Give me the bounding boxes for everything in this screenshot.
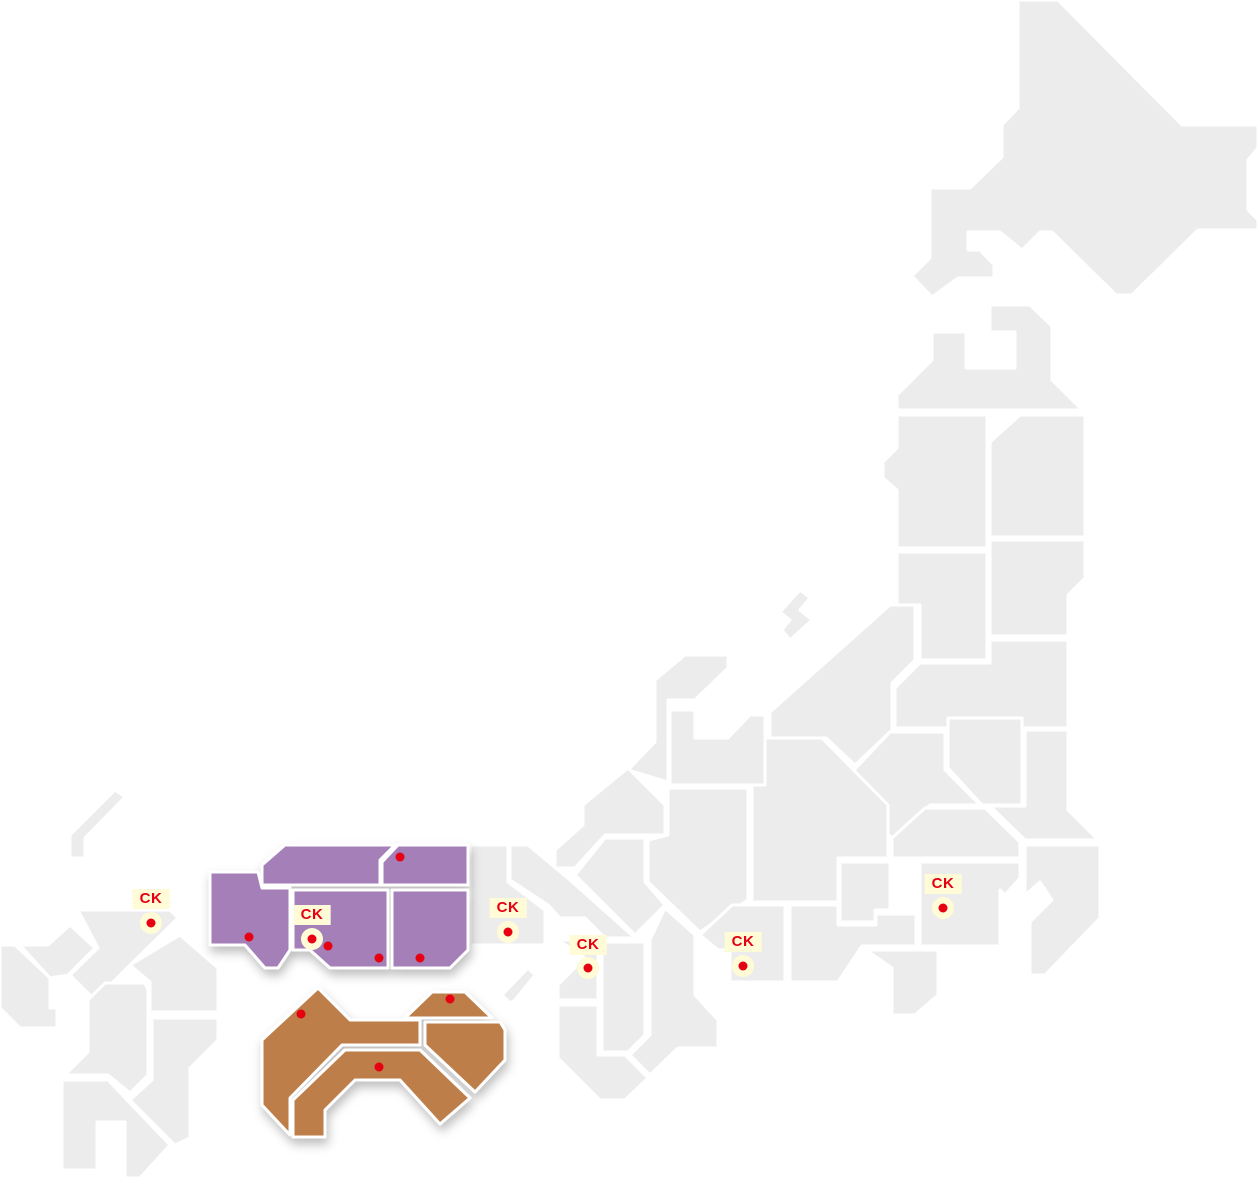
ck-marker-dot[interactable]	[583, 963, 593, 973]
pref-yamanashi[interactable]	[788, 903, 918, 984]
pref-miyazaki[interactable]	[128, 1016, 220, 1147]
marker-dot[interactable]	[244, 932, 254, 942]
ck-label-aichi[interactable]: CK	[724, 932, 762, 952]
pref-toyama[interactable]	[668, 708, 767, 787]
ck-markers	[140, 897, 954, 979]
pref-ehime[interactable]	[260, 986, 422, 1137]
pref-shimane[interactable]	[260, 843, 397, 887]
island-awaji[interactable]	[500, 966, 537, 1005]
pref-yamaguchi[interactable]	[208, 870, 292, 970]
pref-hiroshima[interactable]	[291, 888, 390, 970]
pref-ishikawa[interactable]	[626, 653, 730, 784]
ck-marker-dot[interactable]	[503, 927, 513, 937]
pref-tottori[interactable]	[380, 843, 470, 887]
pref-shiga[interactable]	[573, 836, 667, 937]
region-shikoku	[260, 986, 507, 1139]
ck-marker-dot[interactable]	[146, 918, 156, 928]
pref-hyogo[interactable]	[468, 843, 547, 947]
pref-akita[interactable]	[881, 413, 989, 550]
ck-marker-dot[interactable]	[738, 961, 748, 971]
pref-mie[interactable]	[628, 906, 720, 1077]
pref-nara[interactable]	[600, 940, 647, 1054]
ck-label-osaka[interactable]: CK	[569, 935, 607, 955]
pref-fukui[interactable]	[553, 766, 667, 870]
pref-wakayama[interactable]	[556, 1003, 650, 1102]
ck-label-kanagawa[interactable]: CK	[924, 874, 962, 894]
pref-kumamoto[interactable]	[63, 981, 150, 1095]
pref-kagawa[interactable]	[403, 990, 494, 1020]
pref-okayama[interactable]	[390, 888, 470, 970]
pref-nagasaki[interactable]	[0, 943, 59, 1030]
ck-marker-dot[interactable]	[938, 903, 948, 913]
marker-dot[interactable]	[374, 1062, 384, 1072]
island-sado[interactable]	[778, 588, 814, 642]
pref-saitama[interactable]	[890, 806, 1022, 860]
region-chugoku	[208, 843, 470, 970]
pref-ibaraki[interactable]	[988, 728, 1100, 842]
marker-dot[interactable]	[374, 953, 384, 963]
marker-dot[interactable]	[415, 953, 425, 963]
ck-label-hiroshima[interactable]: CK	[293, 905, 331, 925]
marker-dot[interactable]	[323, 941, 333, 951]
pref-aomori[interactable]	[895, 303, 1084, 412]
island-tsushima[interactable]	[68, 788, 127, 860]
pref-oita[interactable]	[128, 933, 220, 1014]
store-markers	[244, 852, 455, 1072]
marker-dot[interactable]	[296, 1009, 306, 1019]
pref-tokushima[interactable]	[423, 1020, 507, 1094]
pref-nagano[interactable]	[750, 736, 890, 904]
marker-dot[interactable]	[445, 994, 455, 1004]
pref-fukushima[interactable]	[893, 638, 1070, 730]
pref-tokyo[interactable]	[838, 860, 892, 924]
pref-kochi[interactable]	[291, 1048, 472, 1139]
pref-iwate[interactable]	[988, 413, 1087, 539]
ck-label-hyogo[interactable]: CK	[489, 898, 527, 918]
pref-miyagi[interactable]	[988, 538, 1087, 638]
pref-kyoto[interactable]	[508, 843, 637, 940]
pref-chiba[interactable]	[1023, 843, 1102, 977]
ck-label-fukuoka[interactable]: CK	[132, 889, 170, 909]
ck-marker-dot[interactable]	[307, 934, 317, 944]
pref-hokkaido[interactable]	[910, 0, 1260, 299]
pref-kagoshima[interactable]	[60, 1078, 172, 1180]
marker-dot[interactable]	[395, 852, 405, 862]
pref-shizuoka-east[interactable]	[864, 948, 940, 1017]
